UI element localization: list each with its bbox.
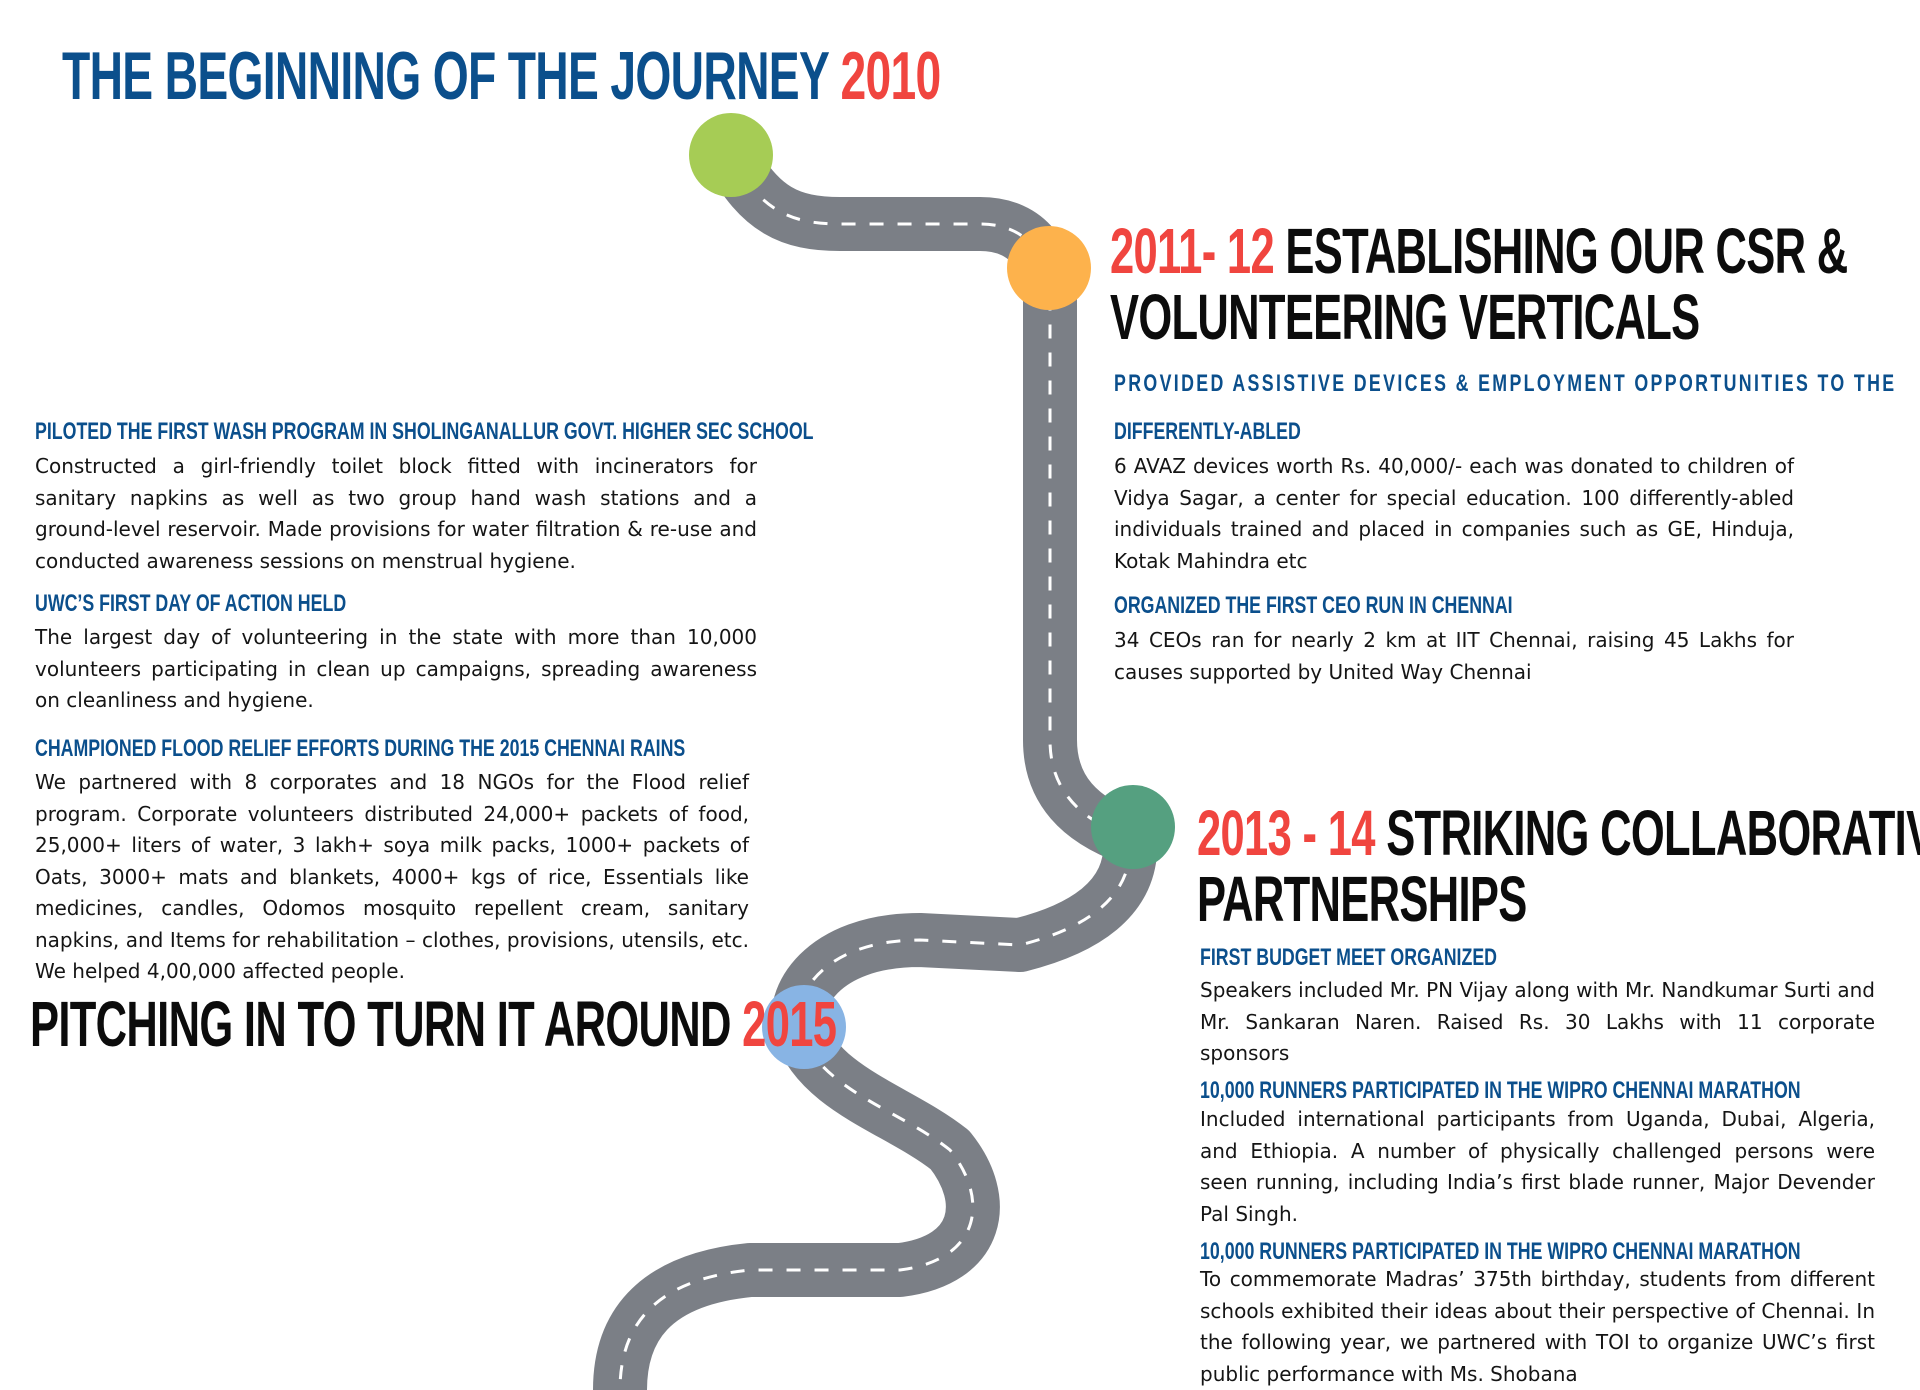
title-pitching-text: PITCHING IN TO TURN IT AROUND xyxy=(30,988,731,1060)
title-csr: 2011- 12 ESTABLISHING OUR CSR & VOLUNTEE… xyxy=(1110,215,1848,353)
marathon1-body: Included international participants from… xyxy=(1200,1107,1875,1226)
milestone-2011-marker xyxy=(1007,226,1091,310)
milestone-2010-marker xyxy=(689,113,773,197)
ceo-run-body: 34 CEOs ran for nearly 2 km at IIT Chenn… xyxy=(1114,628,1794,684)
title-beginning: THE BEGINNING OF THE JOURNEY 2010 xyxy=(62,42,941,110)
marathon2-heading: 10,000 RUNNERS PARTICIPATED IN THE WIPRO… xyxy=(1200,1238,1801,1265)
title-csr-line2: VOLUNTEERING VERTICALS xyxy=(1110,281,1700,353)
title-pitching-year: 2015 xyxy=(742,988,837,1060)
budget-body: Speakers included Mr. PN Vijay along wit… xyxy=(1200,978,1875,1065)
title-collab-line1: STRIKING COLLABORATIVE xyxy=(1386,797,1920,869)
flood-heading: CHAMPIONED FLOOD RELIEF EFFORTS DURING T… xyxy=(35,735,686,762)
marathon1-heading: 10,000 RUNNERS PARTICIPATED IN THE WIPRO… xyxy=(1200,1077,1801,1104)
milestone-2013-marker xyxy=(1091,785,1175,869)
ceo-run-heading: ORGANIZED THE FIRST CEO RUN IN CHENNAI xyxy=(1114,592,1513,619)
wash-heading: PILOTED THE FIRST WASH PROGRAM IN SHOLIN… xyxy=(35,418,814,445)
day-of-action-heading: UWC’S FIRST DAY OF ACTION HELD xyxy=(35,590,347,617)
marathon2-body: To commemorate Madras’ 375th birthday, s… xyxy=(1200,1267,1875,1386)
title-csr-line1: ESTABLISHING OUR CSR & xyxy=(1285,215,1848,287)
assistive-heading-line1: PROVIDED ASSISTIVE DEVICES & EMPLOYMENT … xyxy=(1114,370,1897,397)
title-pitching: PITCHING IN TO TURN IT AROUND 2015 xyxy=(30,992,837,1056)
milestone-2015-marker xyxy=(762,985,846,1069)
day-of-action-body: The largest day of volunteering in the s… xyxy=(35,625,757,712)
wash-body: Constructed a girl-friendly toilet block… xyxy=(35,454,757,573)
title-collab-line2: PARTNERSHIPS xyxy=(1197,863,1527,935)
title-csr-year: 2011- 12 xyxy=(1110,215,1275,287)
title-beginning-year: 2010 xyxy=(840,38,941,114)
assistive-body: 6 AVAZ devices worth Rs. 40,000/- each w… xyxy=(1114,454,1794,573)
title-beginning-text: THE BEGINNING OF THE JOURNEY xyxy=(62,38,829,114)
budget-heading: FIRST BUDGET MEET ORGANIZED xyxy=(1200,944,1497,971)
title-collab: 2013 - 14 STRIKING COLLABORATIVE PARTNER… xyxy=(1197,800,1920,932)
title-collab-year: 2013 - 14 xyxy=(1197,797,1375,869)
assistive-heading-line2: DIFFERENTLY-ABLED xyxy=(1114,418,1301,445)
flood-body: We partnered with 8 corporates and 18 NG… xyxy=(35,770,749,983)
